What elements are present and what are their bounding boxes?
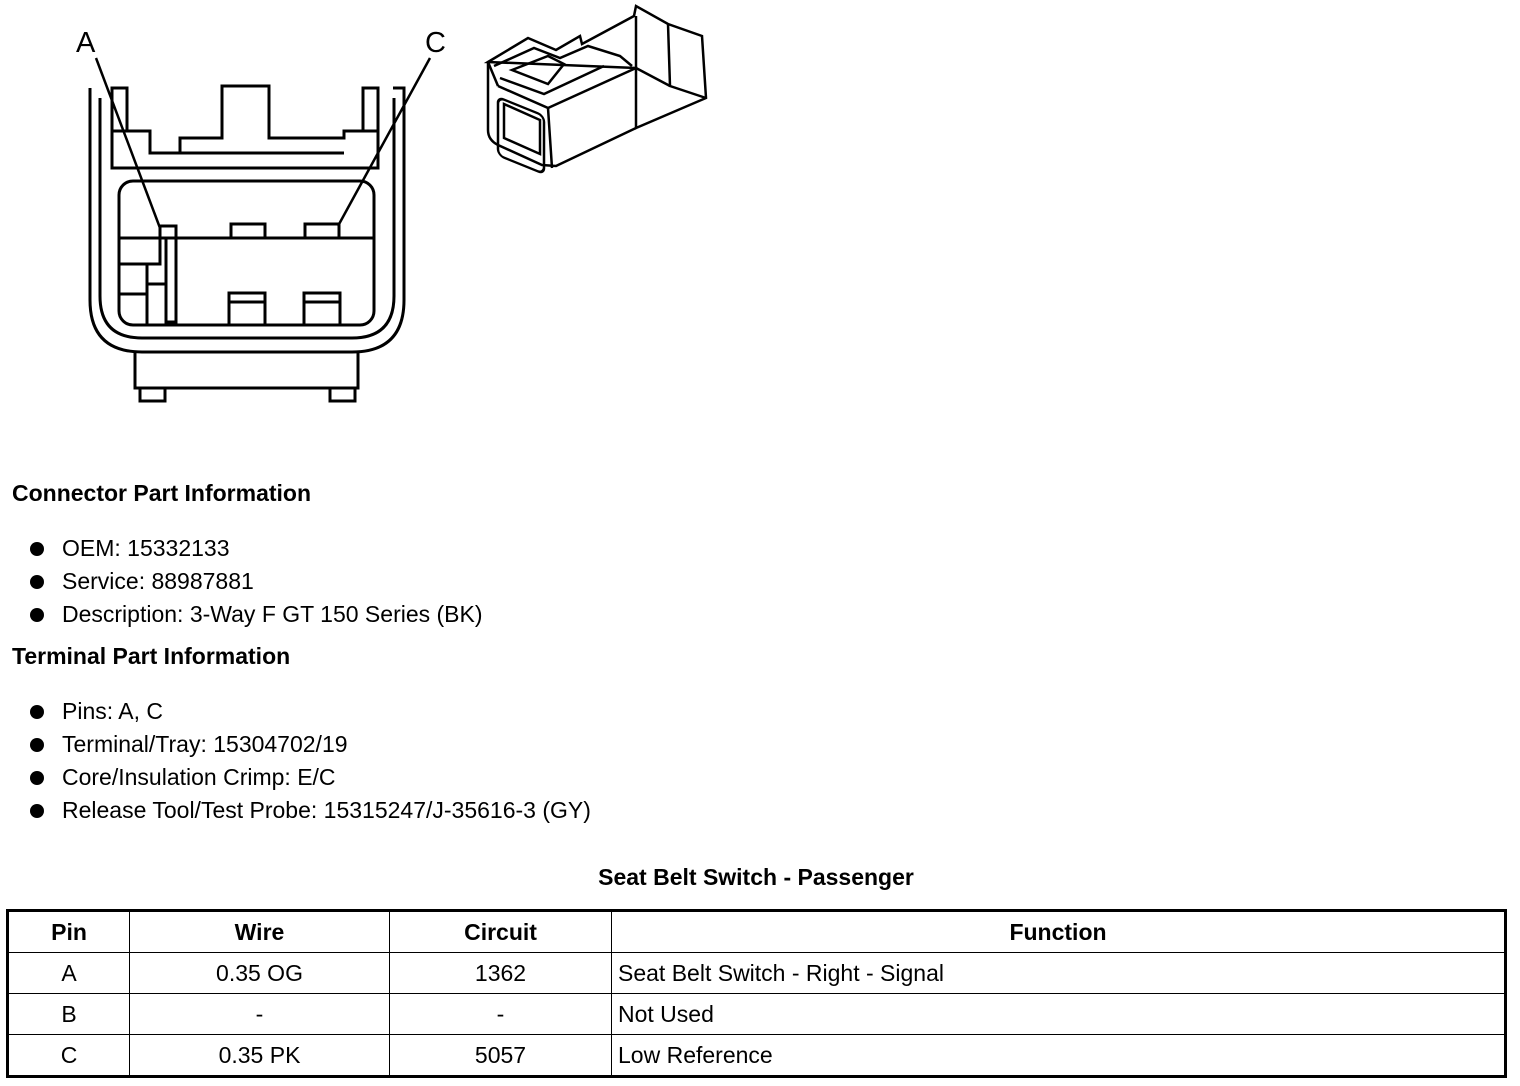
- connector-foot-right: [328, 388, 357, 403]
- callout-a-leader: [94, 57, 162, 229]
- table-row: C 0.35 PK 5057 Low Reference: [7, 1034, 1506, 1077]
- column-header-wire: Wire: [129, 910, 390, 953]
- terminal-cavity-c: [303, 222, 341, 240]
- list-item: OEM: 15332133: [28, 532, 483, 565]
- callout-c-leader: [336, 57, 432, 227]
- list-item: Pins: A, C: [28, 695, 591, 728]
- terminal-part-info-heading: Terminal Part Information: [12, 643, 291, 669]
- connector-top-latch: [110, 84, 380, 170]
- left-rib-2: [117, 262, 149, 296]
- bullet-icon: [30, 705, 44, 719]
- column-header-circuit: Circuit: [389, 910, 612, 953]
- cell-circuit: 1362: [389, 952, 612, 994]
- pinout-table: Pin Wire Circuit Function A 0.35 OG 1362…: [6, 909, 1507, 1078]
- list-item: Service: 88987881: [28, 565, 483, 598]
- bullet-icon: [30, 738, 44, 752]
- bullet-icon: [30, 804, 44, 818]
- list-item: Description: 3-Way F GT 150 Series (BK): [28, 598, 483, 631]
- table-row: B - - Not Used: [7, 993, 1506, 1035]
- list-item: Core/Insulation Crimp: E/C: [28, 761, 591, 794]
- connector-part-info-list: OEM: 15332133 Service: 88987881 Descript…: [28, 532, 483, 631]
- left-rib-3: [145, 282, 168, 327]
- connector-part-info-heading: Connector Part Information: [12, 480, 312, 506]
- cell-circuit: -: [389, 993, 612, 1035]
- bullet-icon: [30, 575, 44, 589]
- cell-wire: 0.35 OG: [129, 952, 390, 994]
- table-header-row: Pin Wire Circuit Function: [7, 910, 1506, 953]
- connector-diagram: A C: [76, 4, 708, 403]
- table-row: A 0.35 OG 1362 Seat Belt Switch - Right …: [7, 952, 1506, 994]
- callout-c-label: C: [425, 27, 446, 59]
- cell-circuit: 5057: [389, 1034, 612, 1077]
- cell-pin: B: [7, 993, 130, 1035]
- column-header-function: Function: [611, 910, 1506, 953]
- connector-3d-view: [483, 4, 708, 174]
- cell-wire: -: [129, 993, 390, 1035]
- pin-a-key: [158, 224, 178, 324]
- column-header-pin: Pin: [7, 910, 130, 953]
- cell-pin: C: [7, 1034, 130, 1077]
- cell-function: Not Used: [611, 993, 1506, 1035]
- lower-cavity-2: [302, 291, 342, 327]
- connector-foot-left: [138, 388, 167, 403]
- cell-function: Low Reference: [611, 1034, 1506, 1077]
- list-item: Terminal/Tray: 15304702/19: [28, 728, 591, 761]
- bullet-icon: [30, 771, 44, 785]
- lower-cavity-1: [227, 291, 267, 327]
- connector-housing-outline: [88, 86, 406, 354]
- bullet-icon: [30, 608, 44, 622]
- cell-function: Seat Belt Switch - Right - Signal: [611, 952, 1506, 994]
- bullet-icon: [30, 542, 44, 556]
- left-rib-1: [117, 236, 162, 266]
- list-item: Release Tool/Test Probe: 15315247/J-3561…: [28, 794, 591, 827]
- table-caption: Seat Belt Switch - Passenger: [598, 864, 914, 890]
- connector-housing-inner: [98, 98, 396, 340]
- terminal-cavity-b: [229, 222, 267, 240]
- connector-base: [133, 352, 360, 390]
- cell-pin: A: [7, 952, 130, 994]
- terminal-part-info-list: Pins: A, C Terminal/Tray: 15304702/19 Co…: [28, 695, 591, 827]
- cell-wire: 0.35 PK: [129, 1034, 390, 1077]
- callout-a-label: A: [76, 27, 96, 59]
